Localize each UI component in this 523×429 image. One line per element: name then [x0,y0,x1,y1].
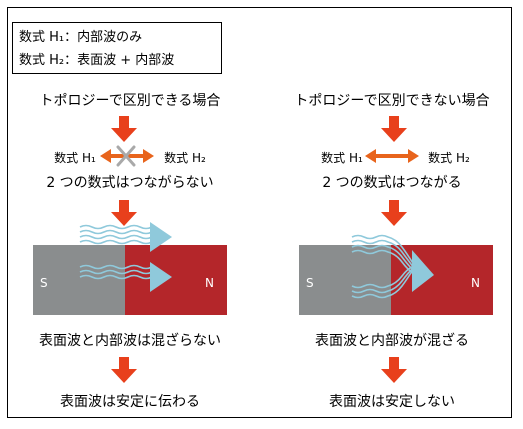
right-magnet-n-label: N [471,276,480,290]
right-heading: トポロジーで区別できない場合 [294,93,490,109]
right-relation: 2 つの数式はつながる [322,175,462,191]
left-magnet [33,245,227,315]
right-magnet-s-label: S [306,276,314,290]
legend-row-h1: 数式 H₁：内部波のみ [19,30,143,45]
right-mixing-waves [351,234,415,299]
right-eq-h1: 数式 H₁ [321,151,363,165]
right-mixing: 表面波と内部波が混ざる [315,333,469,349]
left-eq-h2: 数式 H₂ [164,151,206,165]
right-down-arrow-2 [381,200,407,226]
right-double-arrow [365,149,419,163]
left-inner-waves [79,264,153,280]
right-down-arrow-3 [381,357,407,383]
left-down-arrow-2 [111,200,137,226]
left-inner-wave-arrowhead [150,262,172,292]
right-mixing-wave-arrowhead [412,250,434,292]
legend-row-h2: 数式 H₂：表面波 + 内部波 [19,53,175,68]
left-down-arrow-3 [111,357,137,383]
right-down-arrow-1 [381,116,407,142]
left-surface-wave-tails [79,224,153,245]
left-magnet-s-label: S [40,276,48,290]
left-surface-wave-arrowhead [150,222,172,252]
left-heading: トポロジーで区別できる場合 [39,93,221,109]
left-mixing: 表面波と内部波は混ざらない [39,333,221,349]
right-result: 表面波は安定しない [329,394,455,410]
left-eq-h1: 数式 H₁ [54,151,96,165]
left-magnet-n-label: N [205,276,214,290]
left-result: 表面波は安定に伝わる [60,394,200,410]
diagram-frame [7,7,512,418]
left-cross-icon [116,145,136,167]
left-relation: 2 つの数式はつながらない [46,175,214,191]
right-eq-h2: 数式 H₂ [428,151,470,165]
left-down-arrow-1 [111,116,137,142]
legend-box: 数式 H₁：内部波のみ 数式 H₂：表面波 + 内部波 [12,22,222,74]
